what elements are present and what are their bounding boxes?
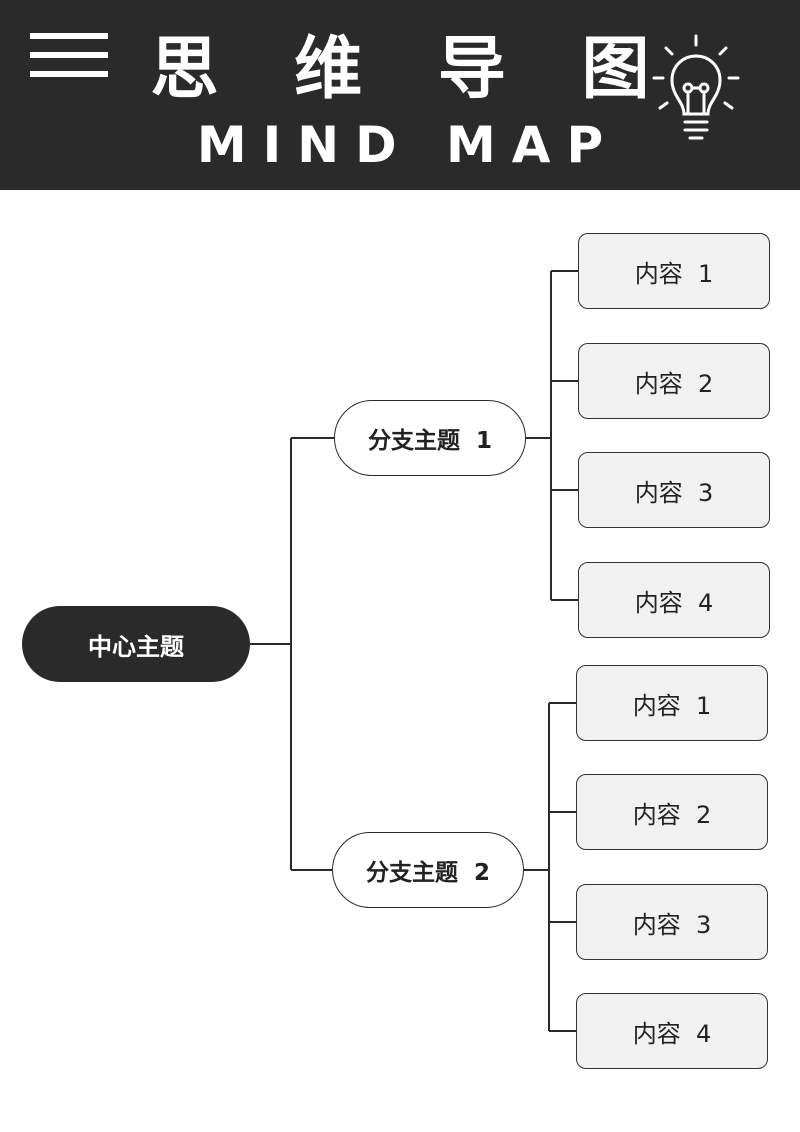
page-subtitle: MIND MAP xyxy=(196,116,620,174)
header-bar: 思 维 导 图 MIND MAP xyxy=(0,0,800,190)
page-title: 思 维 导 图 xyxy=(150,30,676,109)
branch-2-content-1-node[interactable]: 内容 1 xyxy=(576,665,768,741)
branch-2-content-4-label: 内容 4 xyxy=(632,1019,712,1048)
lightbulb-icon xyxy=(652,34,740,140)
branch-2-content-4-node[interactable]: 内容 4 xyxy=(576,993,768,1069)
branch-1-content-2-label: 内容 2 xyxy=(634,369,714,398)
branch-1-content-3-node[interactable]: 内容 3 xyxy=(578,452,770,528)
branch-2-content-3-label: 内容 3 xyxy=(632,910,712,939)
branch-topic-1-label: 分支主题 1 xyxy=(367,428,493,454)
center-topic-label: 中心主题 xyxy=(88,632,184,661)
branch-1-content-4-node[interactable]: 内容 4 xyxy=(578,562,770,638)
branch-2-content-3-node[interactable]: 内容 3 xyxy=(576,884,768,960)
branch-1-content-3-label: 内容 3 xyxy=(634,478,714,507)
branch-2-content-2-label: 内容 2 xyxy=(632,800,712,829)
branch-1-content-2-node[interactable]: 内容 2 xyxy=(578,343,770,419)
branch-topic-2-node[interactable]: 分支主题 2 xyxy=(332,832,524,908)
branch-topic-2-label: 分支主题 2 xyxy=(365,860,491,886)
center-topic-node[interactable]: 中心主题 xyxy=(22,606,250,682)
branch-topic-1-node[interactable]: 分支主题 1 xyxy=(334,400,526,476)
branch-2-content-2-node[interactable]: 内容 2 xyxy=(576,774,768,850)
branch-1-content-1-node[interactable]: 内容 1 xyxy=(578,233,770,309)
branch-1-content-1-label: 内容 1 xyxy=(634,259,714,288)
hamburger-menu-icon[interactable] xyxy=(30,33,108,77)
branch-1-content-4-label: 内容 4 xyxy=(634,588,714,617)
branch-2-content-1-label: 内容 1 xyxy=(632,691,712,720)
